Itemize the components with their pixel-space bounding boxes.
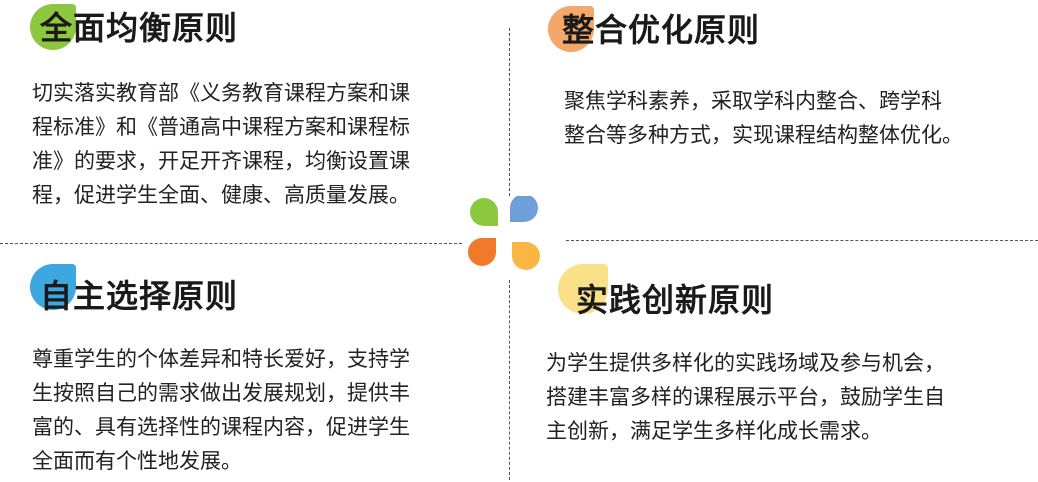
- divider-left: [0, 243, 462, 244]
- divider-bottom: [509, 280, 510, 480]
- green-petal: [470, 198, 498, 226]
- principle-title: 实践创新原则: [576, 281, 775, 319]
- principle-title: 自主选择原则: [40, 277, 239, 315]
- divider-right: [566, 240, 1038, 241]
- orange-petal: [468, 238, 496, 266]
- blue-petal: [510, 194, 538, 222]
- description-line: 富的、具有选择性的课程内容，促进学生: [32, 415, 410, 439]
- description-line: 全面而有个性地发展。: [32, 449, 242, 473]
- description-line: 程，促进学生全面、健康、高质量发展。: [32, 183, 410, 207]
- principle-description: 尊重学生的个体差异和特长爱好，支持学 生按照自己的需求做出发展规划，提供丰 富的…: [32, 342, 492, 478]
- principle-card-integration: 整合优化原则 聚焦学科素养，采取学科内整合、跨学科 整合等多种方式，实现课程结构…: [520, 0, 1038, 240]
- description-line: 为学生提供多样化的实践场域及参与机会，: [546, 351, 945, 375]
- description-line: 准》的要求，开足开齐课程，均衡设置课: [32, 149, 410, 173]
- description-line: 聚焦学科素养，采取学科内整合、跨学科: [564, 89, 942, 113]
- principle-card-choice: 自主选择原则 尊重学生的个体差异和特长爱好，支持学 生按照自己的需求做出发展规划…: [0, 250, 500, 482]
- yellow-petal: [512, 242, 540, 270]
- title-accent-blob: [30, 4, 76, 50]
- description-line: 搭建丰富多样的课程展示平台，鼓励学生自: [546, 385, 945, 409]
- four-petal-icon: [468, 194, 546, 276]
- principle-title: 整合优化原则: [562, 11, 761, 49]
- description-line: 尊重学生的个体差异和特长爱好，支持学: [32, 347, 410, 371]
- description-line: 整合等多种方式，实现课程结构整体优化。: [564, 123, 963, 147]
- principle-card-balanced: 全面均衡原则 切实落实教育部《义务教育课程方案和课 程标准》和《普通高中课程方案…: [0, 0, 500, 240]
- title-accent-blob: [30, 264, 76, 310]
- divider-top: [509, 28, 510, 196]
- description-line: 程标准》和《普通高中课程方案和课程标: [32, 115, 410, 139]
- description-line: 生按照自己的需求做出发展规划，提供丰: [32, 381, 410, 405]
- title-accent-blob: [558, 264, 608, 314]
- principle-title: 全面均衡原则: [40, 9, 239, 47]
- principle-description: 切实落实教育部《义务教育课程方案和课 程标准》和《普通高中课程方案和课程标 准》…: [32, 76, 492, 212]
- title-accent-blob: [548, 6, 594, 52]
- description-line: 主创新，满足学生多样化成长需求。: [546, 419, 882, 443]
- principle-card-practice: 实践创新原则 为学生提供多样化的实践场域及参与机会， 搭建丰富多样的课程展示平台…: [520, 250, 1038, 482]
- principle-description: 为学生提供多样化的实践场域及参与机会， 搭建丰富多样的课程展示平台，鼓励学生自 …: [546, 346, 1026, 448]
- principle-description: 聚焦学科素养，采取学科内整合、跨学科 整合等多种方式，实现课程结构整体优化。: [564, 84, 1034, 152]
- description-line: 切实落实教育部《义务教育课程方案和课: [32, 81, 410, 105]
